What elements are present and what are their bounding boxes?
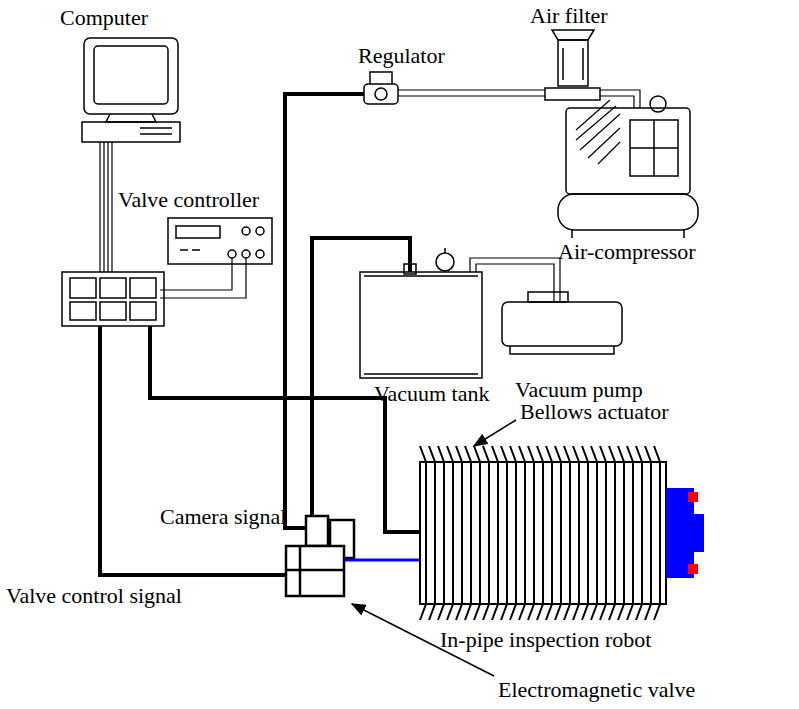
bellows-rib (546, 446, 552, 620)
device-label: Vacuum pump (515, 378, 643, 402)
device-label: Bellows actuator (520, 400, 668, 424)
bellows-rib (465, 446, 471, 620)
bellows-rib (654, 446, 660, 620)
bellows-rib (438, 446, 444, 620)
bellows-rib (618, 446, 624, 620)
bellows-rib (474, 446, 480, 620)
bellows-rib (456, 446, 462, 620)
device-label: Air-compressor (558, 240, 696, 264)
bellows-rib (564, 446, 570, 620)
bellows-rib (591, 446, 597, 620)
bellows-rib (609, 446, 615, 620)
bellows-rib (537, 446, 543, 620)
bellows-rib (528, 446, 534, 620)
device-label: In-pipe inspection robot (440, 628, 651, 652)
bellows-rib (600, 446, 606, 620)
device-label: Air filter (530, 4, 608, 28)
device-label: Valve controller (118, 188, 259, 212)
bellows-rib (519, 446, 525, 620)
bellows-rib (627, 446, 633, 620)
bellows-rib (636, 446, 642, 620)
bellows-rib (447, 446, 453, 620)
signal-label: Camera signal (160, 505, 286, 529)
device-label: Regulator (358, 44, 445, 68)
bellows-rib (501, 446, 507, 620)
bellows-rib (483, 446, 489, 620)
bellows-rib (645, 446, 651, 620)
device-label: Vacuum tank (374, 382, 489, 406)
device-label: Computer (60, 6, 148, 30)
bellows-rib (555, 446, 561, 620)
signal-label: Valve control signal (6, 584, 182, 608)
bellows-rib (492, 446, 498, 620)
bellows-rib (429, 446, 435, 620)
bellows-rib (573, 446, 579, 620)
bellows-rib (582, 446, 588, 620)
device-label: Electromagnetic valve (498, 678, 695, 702)
bellows-rib (510, 446, 516, 620)
